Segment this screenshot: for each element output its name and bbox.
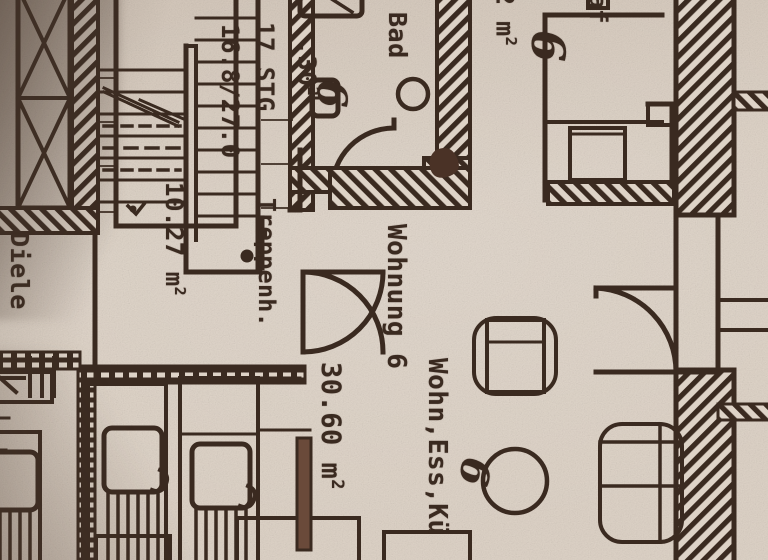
furniture-armchair-lower bbox=[598, 422, 684, 544]
label-top-auf: af bbox=[584, 0, 612, 24]
room-number-circle bbox=[480, 446, 550, 516]
label-stair-area: 10.27 m2 bbox=[160, 182, 189, 296]
label-wohnung: Wohnung 6 bbox=[381, 224, 411, 370]
handwritten-six-bad: 6 bbox=[308, 80, 355, 109]
label-bad: Bad bbox=[383, 12, 412, 59]
label-room-use: Wohn,Ess,Kü bbox=[422, 358, 452, 536]
wohnraum-boundary bbox=[300, 269, 386, 355]
room-area-value: 30.60 m bbox=[315, 362, 346, 480]
label-room-area: 30.60 m2 bbox=[315, 362, 348, 490]
handwritten-six-top: 6 bbox=[521, 30, 575, 63]
shaft-left bbox=[15, 0, 73, 211]
radiators-bottom-left bbox=[86, 376, 312, 560]
label-top-area-partial: 2 m2 bbox=[491, 0, 520, 47]
stair-area-sup: 2 bbox=[171, 286, 189, 297]
label-stair-dimensions: 16.8/27.0 bbox=[216, 24, 244, 159]
stair-area-value: 10.27 m bbox=[160, 182, 188, 287]
room-area-sup: 2 bbox=[328, 479, 348, 490]
furniture-armchair-upper bbox=[472, 316, 558, 396]
top-area-sup: 2 bbox=[502, 36, 520, 47]
left-edge-details bbox=[0, 356, 56, 560]
label-stairwell-name: Treppenh. bbox=[253, 198, 279, 328]
furniture-table bbox=[94, 436, 472, 560]
label-stair-count: 17 STG bbox=[251, 22, 279, 112]
label-diele: Diele bbox=[5, 232, 34, 310]
top-area-value: 2 m bbox=[490, 0, 520, 37]
